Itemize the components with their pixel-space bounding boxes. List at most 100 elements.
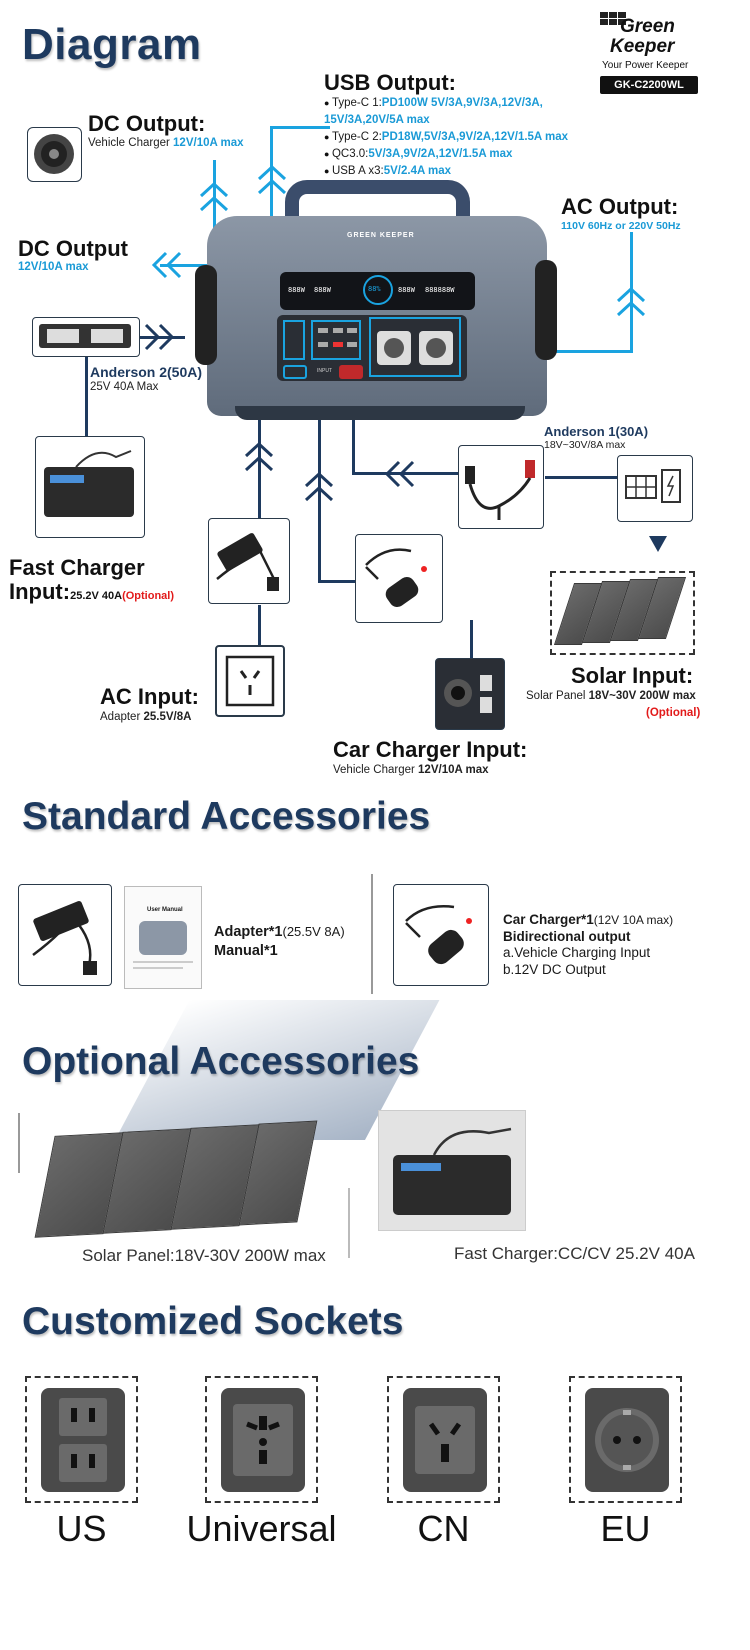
- display-readout: 888W: [314, 286, 331, 294]
- car-charger-icon: [405, 905, 472, 965]
- solar-panel-caption: Solar Panel:18V-30V 200W max: [82, 1246, 326, 1265]
- ac-sockets: [369, 317, 461, 377]
- divider: [371, 874, 373, 994]
- solar-battery-icon: [625, 469, 681, 503]
- wall-outlet-icon: [225, 655, 275, 707]
- brand-logo: Green Keeper Your Power Keeper GK-C2200W…: [596, 8, 708, 98]
- mc4-cable-icon: [465, 460, 535, 520]
- anderson1-cable-image: [458, 445, 544, 529]
- car-charger-image: [355, 534, 443, 623]
- solar-line: [545, 476, 617, 479]
- solar-panel-accessory-image: [34, 1120, 335, 1240]
- car-line-join: [318, 580, 356, 583]
- usb-item: Type-C 1:PD100W 5V/3A,9V/3A,12V/3A,: [324, 95, 568, 112]
- customized-sockets-title: Customized Sockets: [22, 1300, 404, 1343]
- car-charger-accessory-label: Car Charger*1(12V 10A max) Bidirectional…: [503, 912, 674, 977]
- usb-output-title: USB Output:: [324, 70, 456, 95]
- manual-title: User Manual: [147, 907, 183, 913]
- fast-charger-accessory-image: [378, 1110, 526, 1231]
- cn-outlet-icon: [415, 1406, 475, 1474]
- anderson1-title: Anderson 1(30A): [544, 424, 649, 439]
- chevron-left-icon: [384, 460, 415, 488]
- adapter-manual-label: Adapter*1(25.5V 8A) Manual*1: [214, 924, 345, 959]
- usb-item: USB A x3:5V/2.4A max: [324, 163, 568, 180]
- chevron-right-icon: [144, 323, 175, 351]
- dc-left-line: [160, 264, 215, 267]
- device-base: [235, 406, 525, 420]
- optional-divider: [18, 1113, 20, 1173]
- eu-outlet-icon: [595, 1408, 659, 1472]
- charger-box-icon: [393, 1127, 512, 1215]
- solar-input-optional: (Optional): [646, 707, 701, 719]
- display-readout: 888888W: [425, 286, 455, 294]
- socket-universal: [205, 1376, 318, 1503]
- logo-tagline: Your Power Keeper: [602, 60, 689, 71]
- solar-battery-image: [617, 455, 693, 522]
- input-port-1: [283, 365, 307, 379]
- car-charger-icon: [365, 548, 427, 608]
- display-readout: 888W: [288, 286, 305, 294]
- usb-line-top: [270, 126, 330, 129]
- dc-port-image: [27, 127, 82, 182]
- fast-charger-image: [35, 436, 145, 538]
- ac-input-desc: Adapter 25.5V/8A: [100, 711, 192, 723]
- diagram-title: Diagram: [22, 20, 202, 69]
- chevron-up-icon: [616, 286, 646, 317]
- side-panel-left: [195, 265, 217, 365]
- power-station-image: GREEN KEEPER 888W 888W 88% 888W 888888W …: [195, 180, 560, 430]
- chevron-up-icon: [257, 164, 287, 195]
- ac-socket-image: [215, 645, 285, 717]
- usb-item: 15V/3A,20V/5A max: [324, 114, 430, 126]
- usb-ports: [311, 320, 361, 360]
- ac-output-title: AC Output:: [561, 194, 679, 219]
- fast-charger-caption: Fast Charger:CC/CV 25.2V 40A: [454, 1244, 695, 1263]
- car-socket-icon: [444, 675, 492, 713]
- solar-logo-icon: [600, 12, 626, 25]
- socket-us-label: US: [56, 1508, 107, 1549]
- ac-output-spec: 110V 60Hz or 220V 50Hz: [561, 220, 681, 232]
- input-port-2: [339, 365, 363, 379]
- socket-cn-label: CN: [417, 1508, 470, 1549]
- car-line-bottom: [470, 620, 473, 658]
- anderson1-line-vert: [352, 372, 355, 474]
- model-badge: GK-C2200WL: [600, 76, 698, 94]
- logo-line2: Keeper: [610, 36, 675, 57]
- fast-charger-line: [85, 356, 88, 436]
- display-panel: 888W 888W 88% 888W 888888W: [280, 272, 475, 310]
- ac-input-title: AC Input:: [100, 684, 199, 709]
- dc-output-left-spec: 12V/10A max: [18, 261, 89, 273]
- chevron-up-icon: [199, 181, 229, 212]
- anderson1-line: [352, 472, 458, 475]
- logo-line1: Green: [620, 16, 675, 37]
- dc-output-top-desc: Vehicle Charger 12V/10A max: [88, 137, 244, 149]
- universal-outlet-icon: [233, 1404, 293, 1476]
- adapter-image: [208, 518, 290, 604]
- charger-box-icon: [44, 450, 134, 517]
- dc-socket-icon: [34, 134, 74, 174]
- device-brand: GREEN KEEPER: [347, 232, 415, 239]
- socket-us: [25, 1376, 138, 1503]
- dc-output-left-title: DC Output: [18, 236, 128, 261]
- anderson1-spec: 18V~30V/8A max: [544, 439, 626, 451]
- solar-panel-image: [550, 571, 695, 655]
- handle: [285, 180, 470, 228]
- adapter-accessory-image: [18, 884, 112, 986]
- anderson2-spec: 25V 40A Max: [90, 381, 159, 393]
- usb-item: Type-C 2:PD18W,5V/3A,9V/2A,12V/1.5A max: [324, 129, 568, 146]
- anderson2-title: Anderson 2(50A): [90, 364, 203, 380]
- optional-accessories-title: Optional Accessories: [22, 1040, 420, 1083]
- manual-image: User Manual: [124, 886, 202, 989]
- anderson-connector-icon: [39, 324, 131, 348]
- ac-input-line2: [258, 605, 261, 645]
- adapter-icon: [216, 533, 279, 591]
- car-input-desc: Vehicle Charger 12V/10A max: [333, 764, 489, 776]
- input-label: INPUT: [317, 368, 332, 374]
- usb-output-list: Type-C 1:PD100W 5V/3A,9V/3A,12V/3A, 15V/…: [324, 95, 568, 180]
- ac-input-line: [258, 410, 261, 520]
- display-percent: 88%: [368, 285, 381, 293]
- dc-output-top-title: DC Output:: [88, 111, 206, 136]
- solar-input-title: Solar Input:: [571, 663, 694, 688]
- ac-out-vert: [630, 232, 633, 352]
- car-input-title: Car Charger Input:: [333, 737, 528, 762]
